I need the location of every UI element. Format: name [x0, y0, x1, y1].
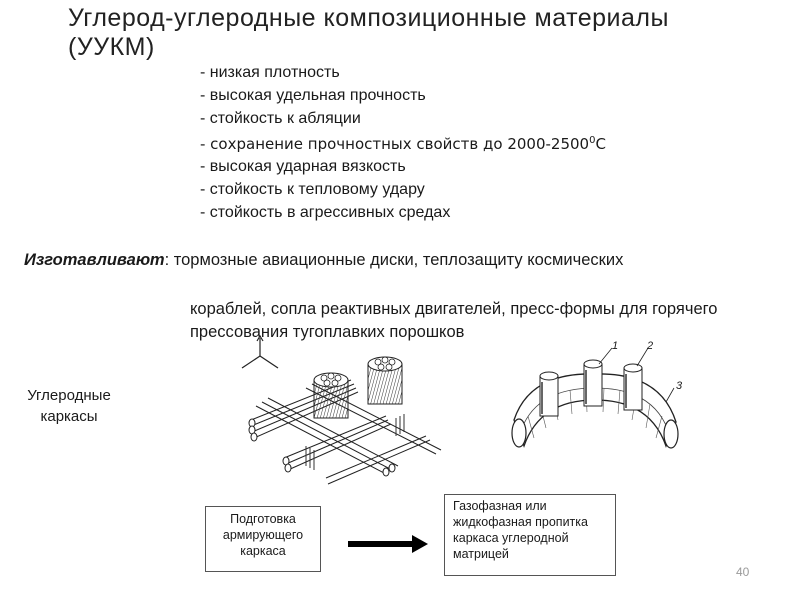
property-item: - высокая удельная прочность — [200, 86, 426, 104]
figure-label-2: 2 — [647, 340, 654, 352]
property-item-temperature: - сохранение прочностных свойств до 2000… — [200, 130, 606, 156]
manufacturing-text-1: : тормозные авиационные диски, теплозащи… — [164, 251, 624, 269]
arrow-right-icon — [348, 535, 428, 553]
page-number: 40 — [736, 565, 750, 579]
properties-list: - низкая плотность - высокая удельная пр… — [200, 62, 606, 225]
property-item: - низкая плотность — [200, 64, 340, 81]
woven-frame-illustration — [248, 356, 442, 485]
manufacturing-intro: Изготавливают: тормозные авиационные дис… — [24, 250, 644, 271]
axes-icon — [241, 334, 279, 369]
slide-title: Углерод-углеродные композиционные матери… — [68, 4, 669, 62]
figure-label-3: 3 — [676, 380, 683, 392]
property-item: - стойкость к тепловому удару — [200, 180, 425, 198]
process-step-2: Газофазная или жидкофазная пропитка карк… — [444, 494, 616, 576]
property-item: - стойкость в агрессивных средах — [200, 203, 451, 221]
title-line-2: (УУКМ) — [68, 33, 155, 61]
temperature-unit: С — [595, 135, 606, 154]
title-line-1: Углерод-углеродные композиционные матери… — [68, 4, 669, 32]
degree-sign: 0 — [589, 135, 596, 147]
manufacturing-text-2: кораблей, сопла реактивных двигателей, п… — [190, 300, 718, 341]
manufacturing-label: Изготавливают — [24, 251, 165, 269]
property-item: - стойкость к абляции — [200, 109, 361, 127]
process-step-1: Подготовка армирующего каркаса — [205, 506, 321, 572]
figure-label-1: 1 — [612, 340, 619, 352]
property-item: - высокая ударная вязкость — [200, 158, 406, 176]
ring-frame-illustration — [511, 347, 679, 449]
carbon-frames-label: Углеродные каркасы — [27, 387, 111, 425]
temperature-text: - сохранение прочностных свойств до 2000… — [200, 135, 590, 154]
